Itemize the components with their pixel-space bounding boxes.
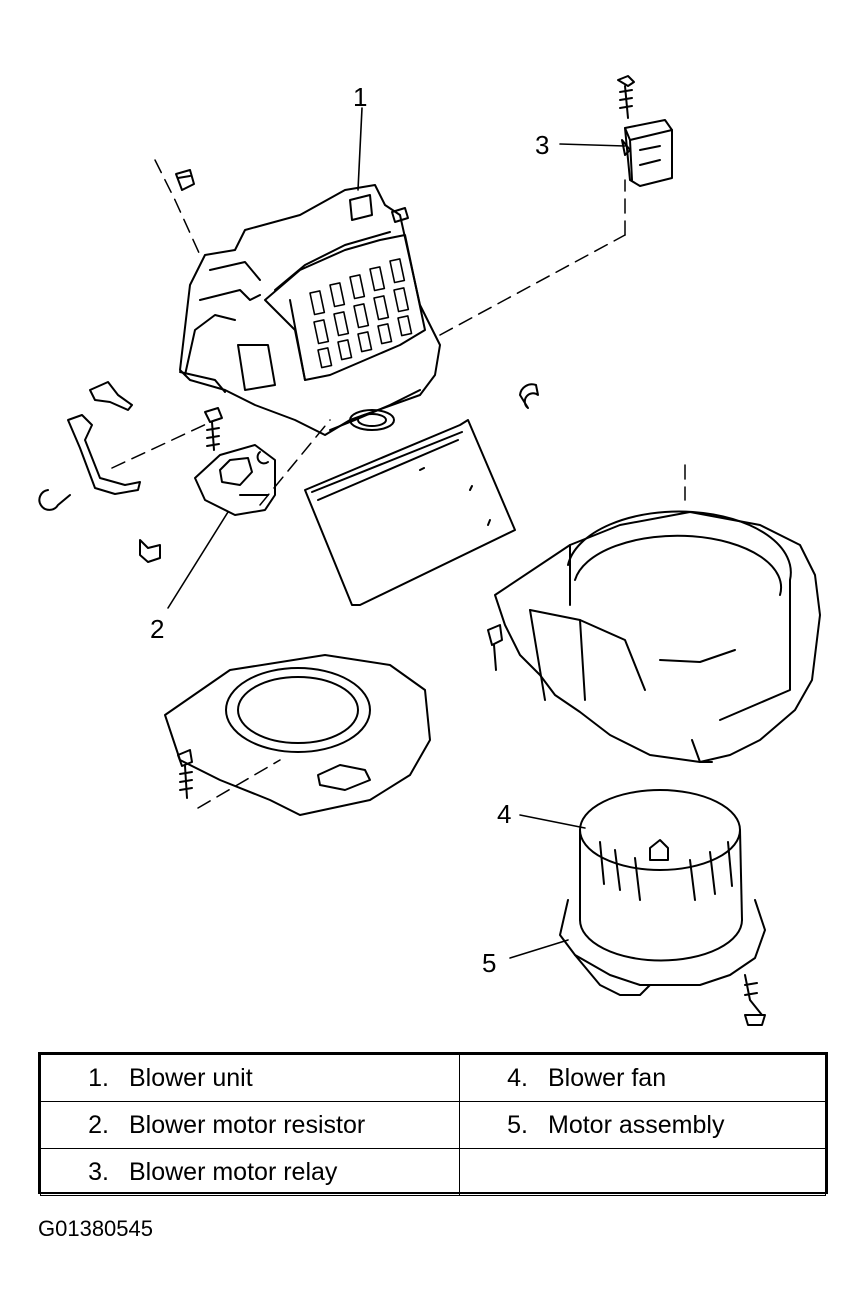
- callout-5: 5: [482, 948, 497, 978]
- assembly-guide-lines: [111, 159, 686, 809]
- legend-row: 3. Blower motor relay: [40, 1148, 826, 1196]
- legend-cell: 3. Blower motor relay: [40, 1148, 460, 1196]
- legend-number: 5.: [507, 1110, 528, 1139]
- legend-cell: 5. Motor assembly: [459, 1101, 826, 1149]
- parts-legend-table: 1. Blower unit 4. Blower fan 2. Blower moto…: [38, 1052, 828, 1196]
- callout-2: 2: [150, 614, 165, 644]
- blower-motor-resistor-part: [139, 444, 276, 563]
- screw-resistor: [204, 407, 223, 451]
- legend-label: Blower unit: [129, 1063, 253, 1092]
- legend-label: Blower motor relay: [129, 1157, 338, 1186]
- legend-number: 2.: [88, 1110, 109, 1139]
- blower-motor-relay-part: [617, 75, 673, 187]
- blower-fan-part: [579, 789, 743, 962]
- legend-row: 1. Blower unit 4. Blower fan: [40, 1054, 826, 1102]
- callout-4: 4: [497, 799, 512, 829]
- bracket-part: [38, 381, 539, 511]
- leader-lines: [167, 107, 626, 959]
- clip-part: [175, 169, 195, 191]
- filter-panel-part: [304, 419, 516, 606]
- figure-code: G01380545: [38, 1216, 153, 1241]
- callout-1: 1: [353, 82, 368, 112]
- callout-3: 3: [535, 130, 550, 160]
- motor-assembly-part: [559, 899, 766, 1026]
- legend-cell: 2. Blower motor resistor: [40, 1101, 460, 1149]
- legend-cell: [459, 1148, 826, 1196]
- scroll-housing-part: [487, 510, 821, 763]
- legend-cell: 4. Blower fan: [459, 1054, 826, 1102]
- legend-number: 3.: [88, 1157, 109, 1186]
- legend-number: 4.: [507, 1063, 528, 1092]
- bottom-plate-part: [164, 654, 431, 816]
- legend-label: Blower fan: [548, 1063, 667, 1092]
- legend-label: Blower motor resistor: [129, 1110, 366, 1139]
- blower-unit-part: [179, 184, 441, 436]
- legend-label: Motor assembly: [548, 1110, 725, 1139]
- exploded-view-drawing: [38, 75, 821, 1026]
- legend-number: 1.: [88, 1063, 109, 1092]
- legend-cell: 1. Blower unit: [40, 1054, 460, 1102]
- legend-row: 2. Blower motor resistor 5. Motor assembly: [40, 1101, 826, 1149]
